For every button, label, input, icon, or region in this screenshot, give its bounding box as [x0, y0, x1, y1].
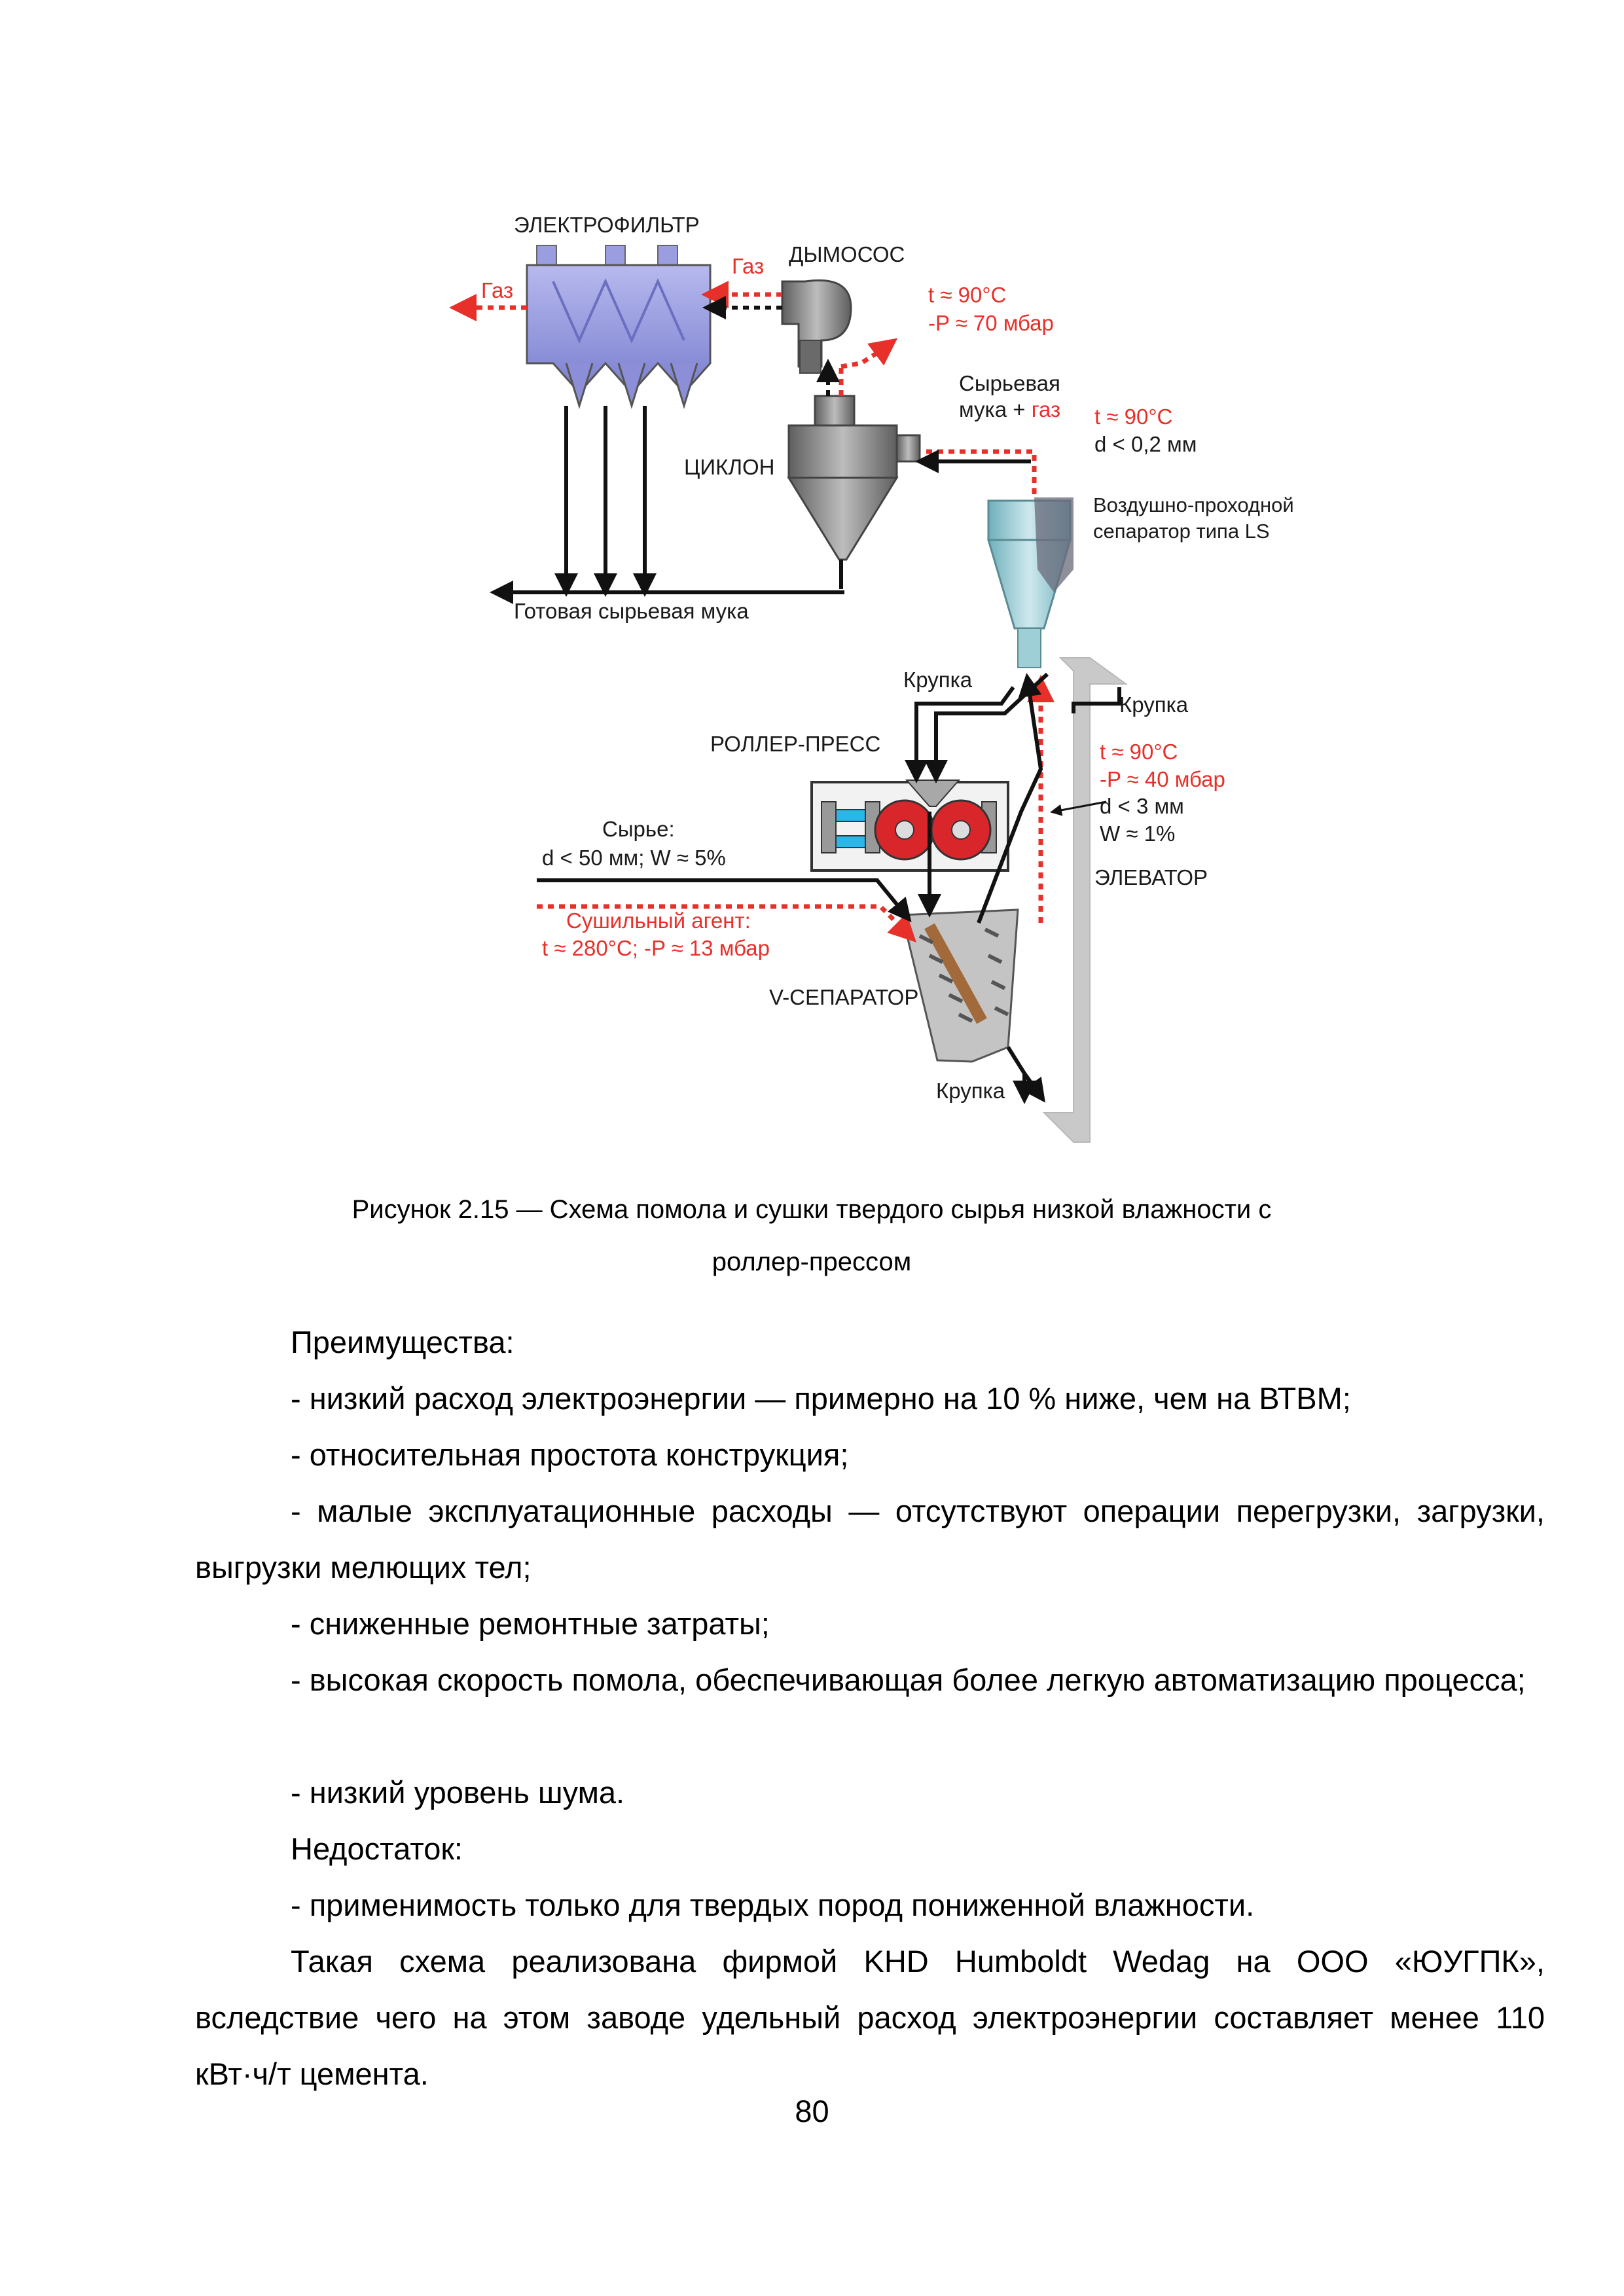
ls-separator: [986, 497, 1074, 668]
advantages-heading: Преимущества:: [291, 1325, 514, 1359]
v-separator: [901, 908, 1019, 1063]
electrofilter: [526, 245, 712, 410]
label-finished-meal: Готовая сырьевая мука: [514, 599, 749, 623]
label-smoke-exhauster: ДЫМОСОС: [789, 242, 905, 266]
advantage-item: - высокая скорость помола, обеспечивающа…: [291, 1662, 1526, 1697]
label-roller-press: РОЛЛЕР-ПРЕСС: [710, 732, 880, 756]
label-electrofilter: ЭЛЕКТРОФИЛЬТР: [514, 213, 700, 237]
label-v-separator: V-СЕПАРАТОР: [769, 985, 918, 1009]
advantage-item: - низкий расход электроэнергии — примерн…: [291, 1381, 1351, 1416]
label-drying-agent-2: t ≈ 280°C; -P ≈ 13 мбар: [542, 936, 770, 960]
label-raw-meal-gas-1: Сырьевая: [959, 371, 1060, 395]
cyclone: [787, 395, 921, 561]
process-diagram: ЭЛЕКТРОФИЛЬТР Газ Газ ДЫМОСОС t ≈ 90°C -…: [449, 213, 1294, 1143]
label-elev-temp: t ≈ 90°C: [1100, 740, 1178, 764]
disadvantage-heading: Недостаток:: [291, 1831, 463, 1866]
label-elevator: ЭЛЕВАТОР: [1094, 865, 1208, 889]
page-number: 80: [795, 2094, 829, 2128]
label-drying-agent-1: Сушильный агент:: [566, 908, 751, 933]
label-elev-size: d < 3 мм: [1100, 794, 1184, 818]
label-gas-left: Газ: [481, 278, 513, 302]
label-grit-left: Крупка: [903, 668, 973, 692]
closing-paragraph: Такая схема реализована фирмой KHD Humbo…: [195, 1944, 1545, 2091]
advantage-item: - малые эксплуатационные расходы — отсут…: [195, 1494, 1545, 1585]
label-raw-2: d < 50 мм; W ≈ 5%: [542, 846, 726, 870]
label-sep-out-size: d < 0,2 мм: [1094, 432, 1197, 456]
label-grit-bottom: Крупка: [936, 1079, 1005, 1103]
label-raw-meal-gas-2: мука + газ: [959, 397, 1060, 422]
label-cyclone: ЦИКЛОН: [684, 455, 775, 479]
material-flows: [490, 296, 1121, 1104]
label-fan-temp: t ≈ 90°C: [928, 283, 1006, 307]
smoke-exhauster: [781, 279, 852, 374]
label-elev-moisture: W ≈ 1%: [1100, 821, 1175, 846]
label-raw-1: Сырье:: [602, 817, 675, 841]
disadvantage-item: - применимость только для твердых пород …: [291, 1888, 1255, 1922]
figure-caption-line2: роллер-прессом: [712, 1247, 912, 1276]
roller-press: [810, 780, 1009, 872]
advantage-item: - относительная простота конструкция;: [291, 1437, 849, 1472]
label-gas-top: Газ: [732, 254, 764, 278]
label-grit-right: Крупка: [1119, 692, 1189, 717]
advantage-item: - сниженные ремонтные затраты;: [291, 1606, 770, 1641]
figure-caption-line1: Рисунок 2.15 — Схема помола и сушки твер…: [352, 1195, 1272, 1224]
advantage-item: - низкий уровень шума.: [291, 1775, 625, 1810]
label-sep-out-temp: t ≈ 90°C: [1094, 404, 1172, 429]
gas-flows: [449, 281, 1055, 942]
label-elev-pressure: -P ≈ 40 мбар: [1100, 767, 1225, 791]
label-separator-ls-1: Воздушно-проходной: [1093, 493, 1294, 516]
label-fan-pressure: -P ≈ 70 мбар: [928, 311, 1054, 335]
elevator: [1042, 657, 1128, 1143]
label-separator-ls-2: сепаратор типа LS: [1093, 520, 1270, 543]
label-raw-meal-gas-3: газ: [1032, 397, 1060, 422]
